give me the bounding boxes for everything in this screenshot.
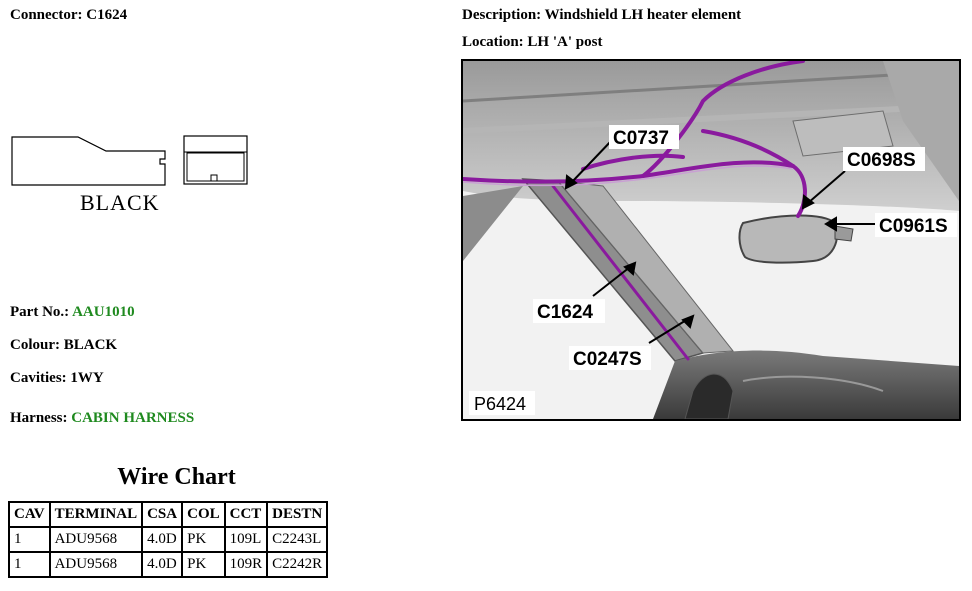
part-label: Part No.:: [10, 304, 70, 320]
cell-destn-link[interactable]: C2242R: [268, 553, 327, 576]
cavities-label: Cavities:: [10, 370, 67, 386]
location: Location: LH 'A' post: [462, 34, 602, 51]
harness: Harness: CABIN HARNESS: [10, 410, 194, 427]
cell-col: PK: [183, 528, 224, 551]
header-cct: CCT: [225, 503, 267, 526]
part-number-link[interactable]: AAU1010: [72, 304, 135, 320]
cell-cct: 109L: [225, 528, 267, 551]
header-destn: DESTN: [268, 503, 327, 526]
connector-id: Connector: C1624: [10, 7, 127, 24]
colour-label: Colour:: [10, 337, 60, 353]
photo-ref: P6424: [474, 394, 526, 414]
cell-csa: 4.0D: [143, 528, 182, 551]
connector-color-text: BLACK: [80, 190, 160, 215]
header-csa: CSA: [143, 503, 182, 526]
callout-c0247s: C0247S: [573, 349, 642, 370]
cell-cav: 1: [10, 528, 49, 551]
cell-terminal: ADU9568: [50, 553, 142, 576]
location-label: Location:: [462, 34, 524, 50]
description-label: Description:: [462, 7, 542, 23]
callout-c0698s: C0698S: [847, 150, 916, 171]
callout-c0737: C0737: [613, 128, 669, 149]
harness-link[interactable]: CABIN HARNESS: [71, 410, 195, 426]
cell-col: PK: [183, 553, 224, 576]
connector-drawing: BLACK: [11, 135, 248, 215]
cell-csa: 4.0D: [143, 553, 182, 576]
wire-chart-table: CAV TERMINAL CSA COL CCT DESTN 1 ADU9568…: [8, 501, 329, 578]
callout-c1624: C1624: [537, 302, 593, 323]
colour: Colour: BLACK: [10, 337, 117, 354]
harness-label: Harness:: [10, 410, 68, 426]
callout-c0961s: C0961S: [879, 216, 948, 237]
cavities: Cavities: 1WY: [10, 370, 104, 387]
cell-destn-link[interactable]: C2243L: [268, 528, 327, 551]
table-row: 1 ADU9568 4.0D PK 109L C2243L: [10, 528, 327, 551]
header-cav: CAV: [10, 503, 49, 526]
header-col: COL: [183, 503, 224, 526]
table-row: 1 ADU9568 4.0D PK 109R C2242R: [10, 553, 327, 576]
description: Description: Windshield LH heater elemen…: [462, 7, 741, 24]
location-illustration: C0737 C0698S C0961S C1624 C0247S P6424: [463, 61, 959, 419]
header-terminal: TERMINAL: [50, 503, 142, 526]
cell-cct: 109R: [225, 553, 267, 576]
cavities-value: 1WY: [70, 370, 104, 386]
location-value: LH 'A' post: [527, 34, 603, 50]
connector-value: C1624: [86, 7, 128, 23]
connector-label: Connector:: [10, 7, 83, 23]
location-photo: C0737 C0698S C0961S C1624 C0247S P6424: [461, 59, 961, 421]
wire-chart-title: Wire Chart: [117, 464, 236, 490]
colour-value: BLACK: [63, 337, 118, 353]
wire-chart-header-row: CAV TERMINAL CSA COL CCT DESTN: [10, 503, 327, 526]
cell-cav: 1: [10, 553, 49, 576]
description-value: Windshield LH heater element: [544, 7, 742, 23]
cell-terminal: ADU9568: [50, 528, 142, 551]
part-number: Part No.: AAU1010: [10, 304, 135, 321]
